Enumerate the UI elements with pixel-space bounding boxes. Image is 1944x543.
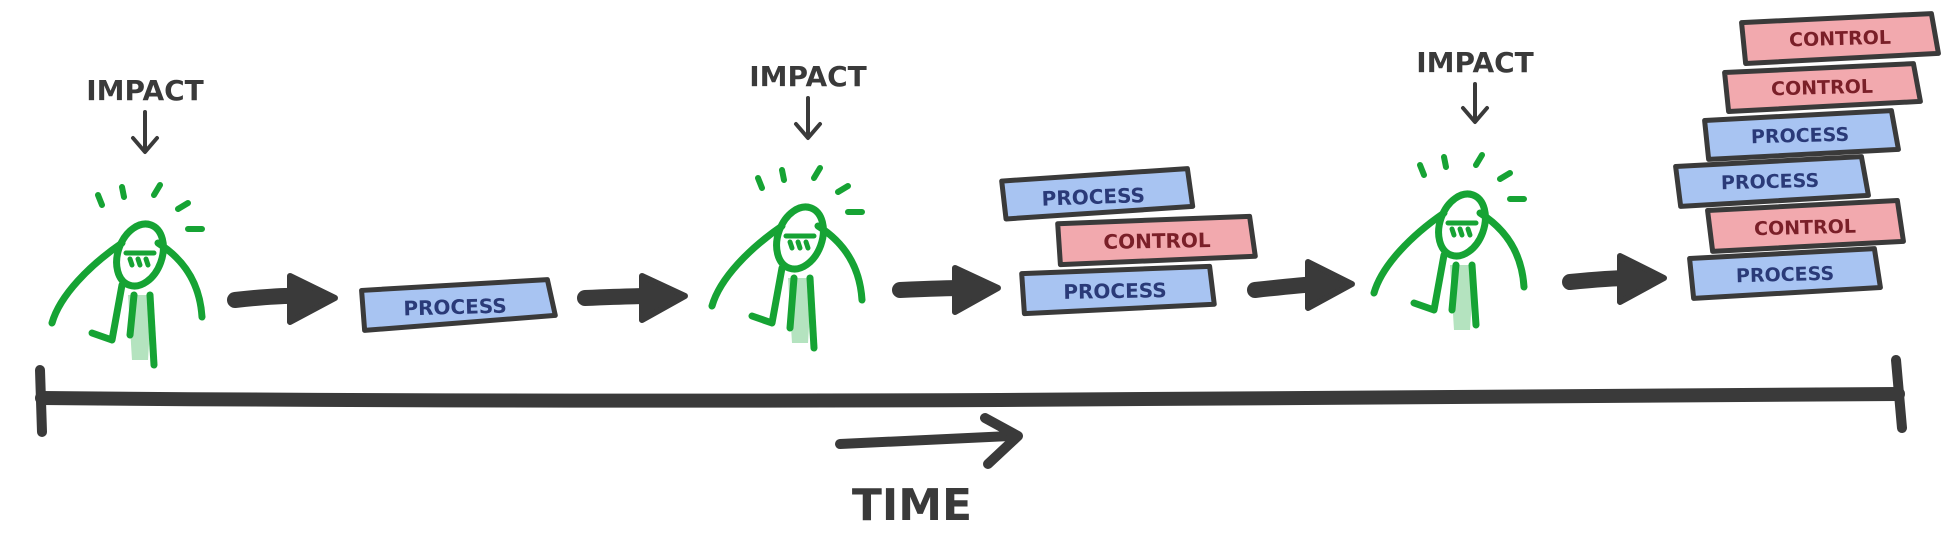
- control-block: CONTROL: [1705, 197, 1906, 254]
- stressed-person-icon: [708, 165, 866, 352]
- process-label: PROCESS: [1041, 183, 1145, 211]
- stressed-person-icon: [1370, 152, 1528, 330]
- impact-arrow-icon: [1461, 82, 1489, 124]
- right-arrow-icon: [577, 273, 688, 323]
- process-block: PROCESS: [1673, 154, 1871, 209]
- impact-arrow-icon: [131, 110, 159, 154]
- control-label: CONTROL: [1103, 228, 1211, 254]
- impact-label: IMPACT: [1416, 46, 1534, 79]
- right-arrow-icon: [227, 273, 338, 325]
- process-label: PROCESS: [1721, 170, 1820, 195]
- process-block: PROCESS: [999, 166, 1196, 222]
- impact-label: IMPACT: [749, 60, 867, 93]
- process-label: PROCESS: [1063, 278, 1167, 304]
- stressed-person-icon: [48, 182, 206, 369]
- timeline-start-tick: [35, 365, 47, 437]
- control-label: CONTROL: [1789, 27, 1891, 52]
- timeline: TIME: [35, 355, 1907, 531]
- control-label: CONTROL: [1754, 216, 1856, 241]
- tall-process-control-stack: CONTROL CONTROL PROCESS PROCESS CONTROL …: [1673, 11, 1941, 301]
- time-direction-arrow-icon: [835, 413, 1023, 469]
- right-arrow-icon: [1247, 259, 1355, 311]
- process-control-stack: PROCESS CONTROL PROCESS: [999, 166, 1258, 317]
- right-arrow-icon: [892, 265, 1001, 315]
- stage-3: IMPACT CONTROL CONTROL: [1370, 11, 1941, 330]
- impact-arrow-icon: [794, 96, 822, 140]
- control-block: CONTROL: [1055, 213, 1258, 268]
- process-stack: PROCESS: [359, 277, 558, 333]
- impact-label: IMPACT: [86, 74, 204, 107]
- stage-1: IMPACT PROCESS: [48, 74, 688, 369]
- process-block: PROCESS: [1019, 263, 1217, 317]
- process-block: PROCESS: [359, 277, 558, 333]
- process-block: PROCESS: [1687, 246, 1883, 301]
- control-block: CONTROL: [1739, 11, 1941, 66]
- control-block: CONTROL: [1722, 61, 1923, 114]
- process-label: PROCESS: [1736, 263, 1835, 288]
- process-label: PROCESS: [1751, 124, 1850, 149]
- timeline-end-tick: [1891, 355, 1907, 433]
- stage-2: IMPACT PROCESS CONTROL: [708, 60, 1355, 352]
- process-label: PROCESS: [403, 294, 507, 321]
- timeline-axis: [35, 387, 1905, 408]
- control-label: CONTROL: [1771, 76, 1873, 101]
- time-label: TIME: [852, 480, 972, 531]
- process-block: PROCESS: [1702, 108, 1901, 162]
- right-arrow-icon: [1562, 253, 1667, 305]
